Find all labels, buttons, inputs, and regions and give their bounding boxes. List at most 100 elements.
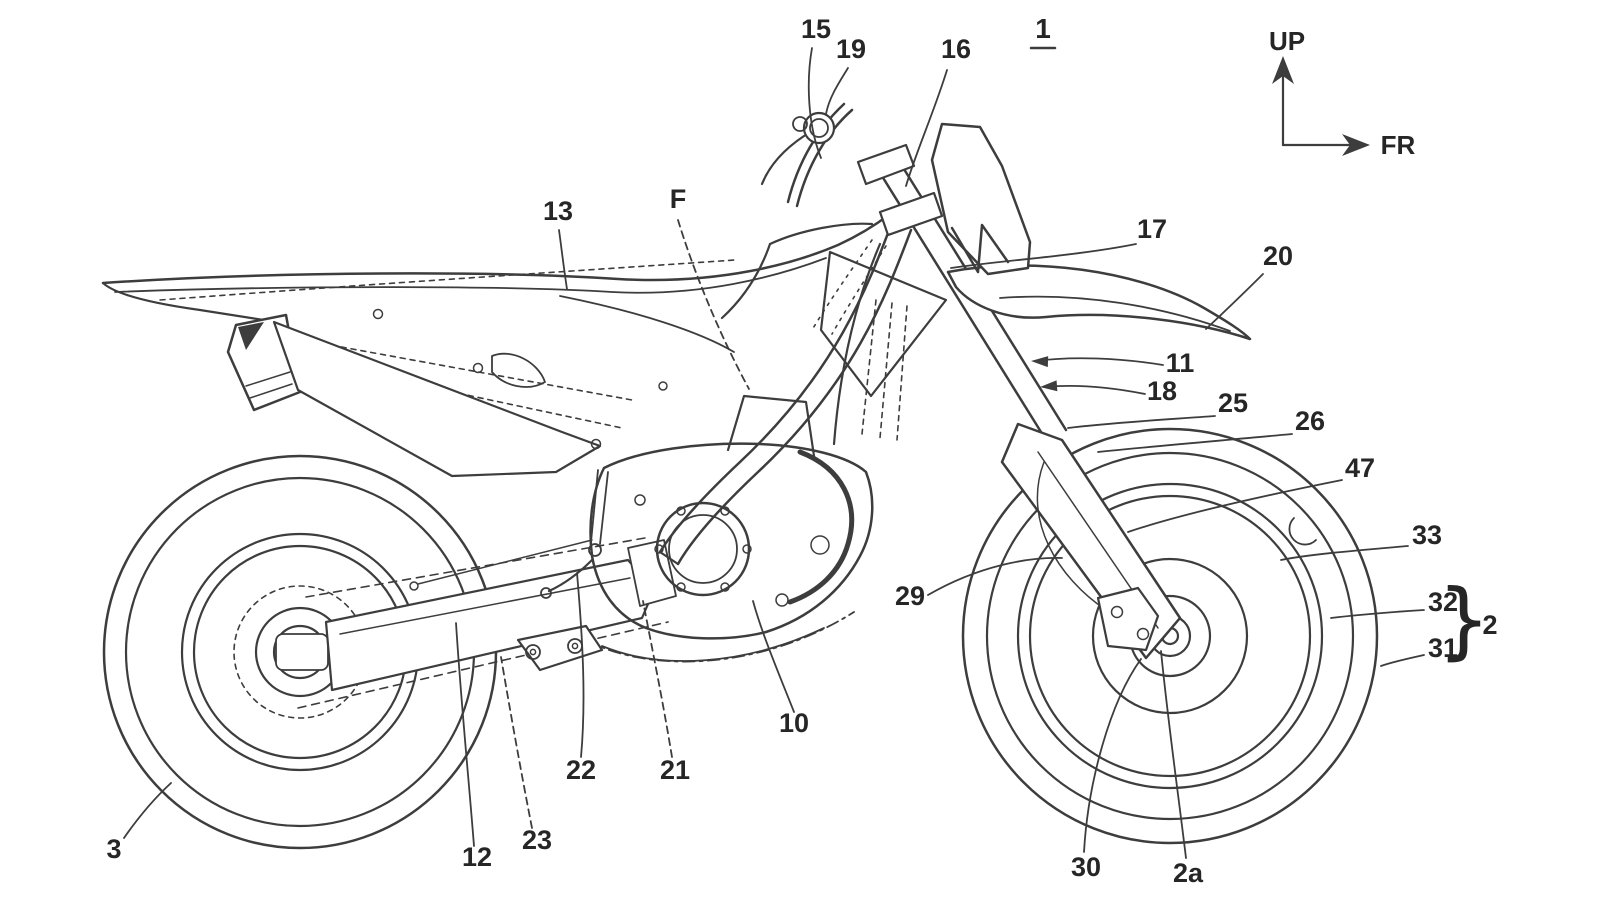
leader-3 [123,782,172,839]
shift-lever [547,558,594,593]
ref-label-F: F [670,184,687,214]
tank-front [720,242,772,320]
ref-label-32: 32 [1428,587,1458,617]
down-tube [832,242,882,446]
handlebar-front [786,102,846,204]
orientation-axis: UP FR [1269,26,1416,160]
leader-2a [1160,650,1187,859]
brake-rod [417,539,593,585]
brake-lever [760,134,806,186]
swingarm-rib [339,577,631,635]
clutch-bolt-4 [654,544,664,554]
main-spar-rear [676,228,913,566]
main-spar-front [658,218,895,554]
ref-label-31: 31 [1428,633,1458,663]
brace-for-2: } [1437,571,1490,669]
leader-22 [576,572,585,758]
tank-top [768,222,874,246]
ref-label-11: 11 [1166,348,1195,378]
case-boss-3 [634,494,646,506]
brake-hose [1036,461,1107,611]
skid-plate-edge [601,627,825,662]
front-rim-inner [1028,494,1312,778]
ref-label-22: 22 [566,755,596,785]
front-number-plate [930,122,1032,276]
ref-label-2: 2 [1482,610,1497,640]
crankcase [589,442,874,640]
leader-47 [1127,479,1343,533]
case-boss-2 [775,593,789,607]
leader-F [677,219,750,390]
chain-lower-hidden [297,621,669,709]
brake-rod-joint [409,581,419,591]
ref-label-3: 3 [106,834,121,864]
triple-clamp-lower [878,191,944,237]
clutch-bolt-6 [720,506,730,516]
caliper-bolt-1 [1110,605,1124,619]
cable-dotted-2 [831,245,887,335]
leader-13 [558,229,568,290]
side-panel-vent [491,352,546,388]
radiator-shroud [819,250,948,398]
figure-number: 1 [1035,13,1051,44]
panel-bolt-1 [372,308,384,320]
clutch-cover-inner [668,514,738,584]
leader-21 [642,600,673,758]
leader-lines [123,47,1425,859]
bracket-bolt-2-center [571,642,579,650]
side-panel [272,320,602,478]
leader-17 [950,243,1137,269]
subframe-hidden-2 [291,337,633,401]
clutch-bolt-1 [742,544,752,554]
ref-label-21: 21 [660,755,690,785]
plate-n-graphic [950,223,1010,274]
valve-notch [1288,517,1317,546]
linkage-joint [588,543,602,557]
leader-arrowhead-11 [1031,356,1049,368]
panel-bolt-2 [472,362,484,374]
leader-26 [1097,433,1293,453]
ref-label-15: 15 [801,14,831,44]
front-brake-disc [1091,557,1249,715]
front-wheel [961,427,1379,845]
ref-label-30: 30 [1071,852,1101,882]
brake-caliper [1096,586,1160,652]
ref-label-13: 13 [543,196,573,226]
leader-20 [1205,273,1264,330]
muffler-band-1 [249,383,293,399]
ref-label-2a: 2a [1173,858,1204,888]
leader-31 [1380,654,1425,667]
airbox-hidden-2 [879,302,893,439]
ref-label-16: 16 [941,34,971,64]
airbox-hidden-1 [861,299,877,435]
seat-lower-edge [559,295,735,353]
ref-label-10: 10 [779,708,809,738]
fr-arrowhead [1342,134,1370,156]
bracket-bolt-1 [525,644,541,660]
clutch-bolt-3 [676,582,686,592]
panel-bolt-4 [658,381,668,391]
front-fender [946,264,1252,341]
leader-18 [1043,384,1146,395]
rear-axle-block [275,633,329,671]
bodywork [101,209,896,478]
muffler-band-2 [245,371,291,387]
leader-29 [927,557,1063,596]
handlebar-controls [760,102,854,208]
shift-lever-tip [540,587,552,599]
leader-23 [500,656,533,829]
panel-bolt-3 [590,438,602,450]
pivot-plate [627,539,677,607]
ref-label-33: 33 [1412,520,1442,550]
exhaust-pipe [787,449,855,605]
ref-label-25: 25 [1218,388,1248,418]
leader-15 [807,47,822,159]
tail-underside [101,281,272,323]
leader-10 [752,600,795,713]
caliper-bolt-2 [1136,627,1150,641]
fender-beak [946,264,1252,341]
number-plate [930,122,1032,276]
leader-19 [825,67,849,115]
clutch-bolt-5 [676,506,686,516]
